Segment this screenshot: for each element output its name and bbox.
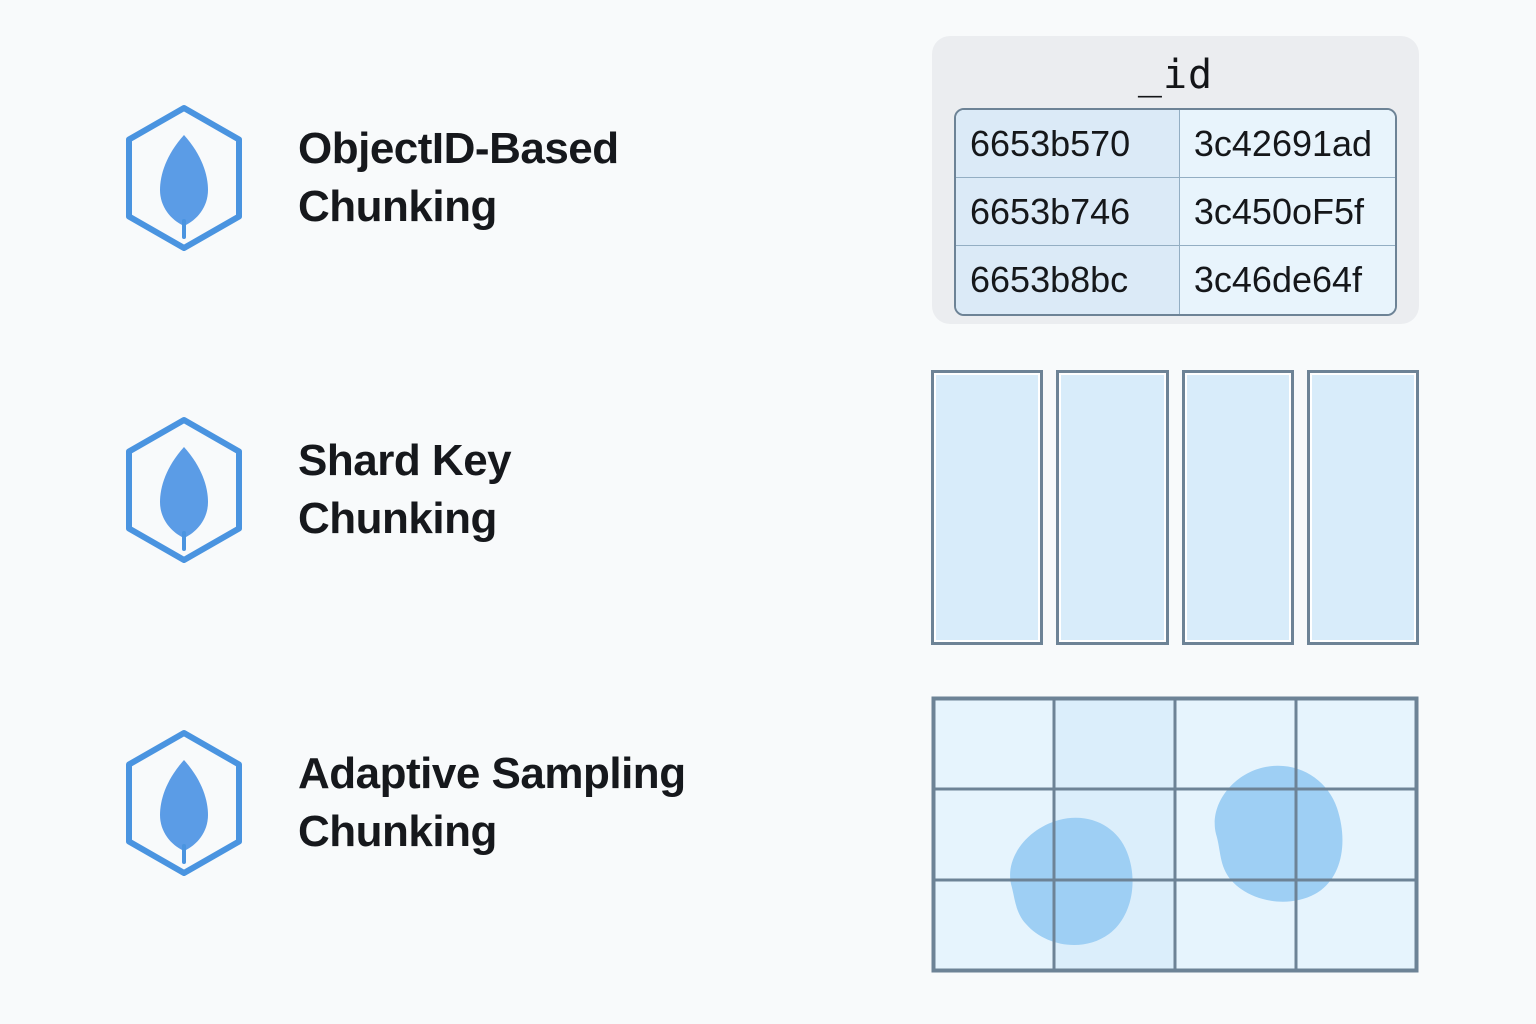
sampling-grid-svg (931, 696, 1419, 973)
mongodb-leaf-icon (126, 730, 242, 876)
id-table: 6653b570 3c42691ad 6653b746 3c450oF5f 66… (954, 108, 1397, 316)
feature-row-objectid-based-chunking: ObjectID-Based Chunking (118, 103, 619, 253)
table-row: 6653b746 3c450oF5f (956, 178, 1395, 246)
id-table-card: _id 6653b570 3c42691ad 6653b746 3c450oF5… (932, 36, 1419, 324)
table-cell: 3c46de64f (1179, 246, 1395, 314)
table-cell: 6653b8bc (956, 246, 1180, 314)
grid-lines (933, 698, 1417, 971)
feature-list: ObjectID-Based Chunking Shard Key Chunki… (118, 103, 686, 878)
adaptive-sampling-grid (931, 696, 1419, 973)
table-cell: 6653b746 (956, 178, 1180, 246)
mongodb-leaf-icon (126, 105, 242, 251)
mongodb-leaf-icon (126, 417, 242, 563)
shard-bar-1 (931, 370, 1044, 645)
id-table-title: _id (1137, 52, 1214, 98)
shard-bar-3 (1181, 370, 1294, 645)
visual-column: _id 6653b570 3c42691ad 6653b746 3c450oF5… (900, 0, 1536, 1024)
table-row: 6653b570 3c42691ad (956, 110, 1395, 178)
grid-outer-border (931, 696, 1419, 973)
feature-label: Adaptive Sampling Chunking (298, 748, 686, 856)
shard-bar-4 (1306, 370, 1419, 645)
dense-region-right-blob (1214, 765, 1343, 902)
table-cell: 3c42691ad (1179, 110, 1395, 178)
shard-bar-2 (1056, 370, 1169, 645)
table-cell: 6653b570 (956, 110, 1180, 178)
feature-label: ObjectID-Based Chunking (298, 123, 619, 231)
shard-key-bars (931, 370, 1419, 645)
table-cell: 3c450oF5f (1179, 178, 1395, 246)
feature-row-shard-key-chunking: Shard Key Chunking (118, 415, 512, 565)
feature-label: Shard Key Chunking (298, 435, 512, 543)
table-row: 6653b8bc 3c46de64f (956, 246, 1395, 314)
feature-row-adaptive-sampling-chunking: Adaptive Sampling Chunking (118, 728, 686, 878)
